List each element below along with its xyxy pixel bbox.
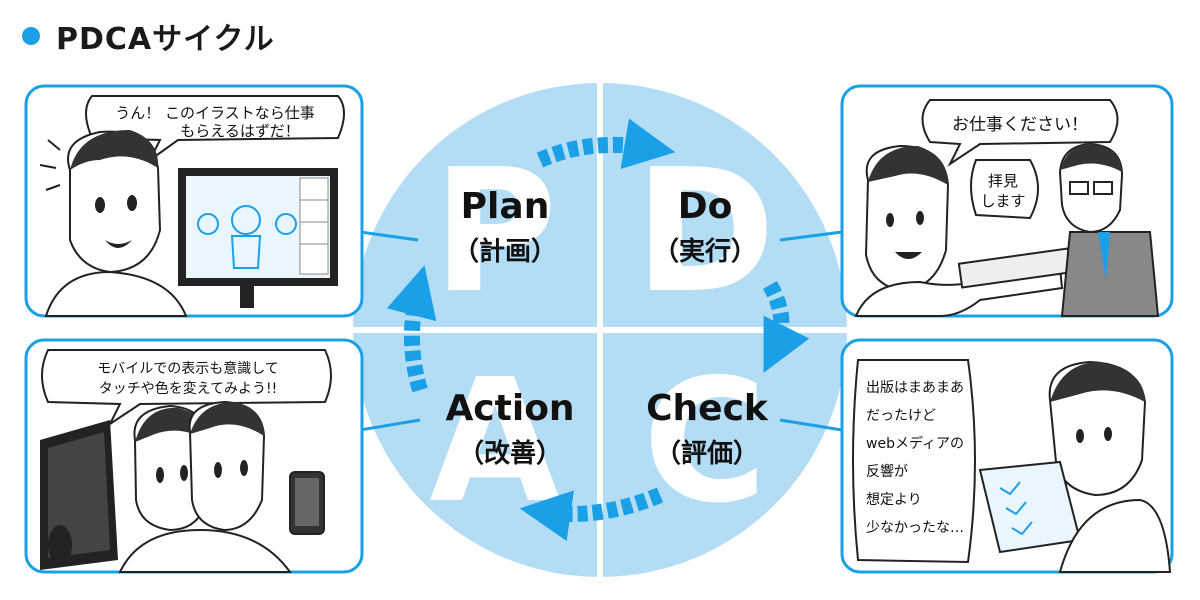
bubble-action-line1: モバイルでの表示も意識して	[97, 360, 279, 377]
bubble-check-line6: 少なかったな…	[866, 520, 964, 536]
bubble-check-line1: 出版はまあまあ	[866, 380, 964, 396]
arrow-action-to-plan-icon	[386, 265, 437, 393]
panel-check: 出版はまあまあ だったけど webメディアの 反響が 想定より 少なかったな…	[840, 338, 1174, 574]
sub-do: （実行）	[653, 236, 757, 267]
page-title: PDCAサイクル	[56, 22, 275, 57]
arrow-do-to-check-icon	[762, 281, 810, 373]
bubble-plan-line1: うん！ このイラストなら仕事	[115, 104, 314, 122]
monitor-illustration	[178, 168, 338, 308]
panel-action: モバイルでの表示も意識して タッチや色を変えてみよう!!	[24, 338, 364, 574]
big-letter-d: D	[634, 133, 775, 331]
bubble-check-shape	[852, 359, 976, 564]
sub-action: （改善）	[458, 438, 562, 469]
bubble-check-line5: 想定より	[866, 492, 922, 508]
label-check: Check	[646, 388, 769, 429]
bubble-check-line3: webメディアの	[866, 435, 964, 452]
bubble-plan-line2: もらえるはずだ！	[180, 122, 299, 140]
bubble-check-line4: 反響が	[866, 463, 908, 480]
label-do: Do	[678, 186, 733, 227]
page-title-row: PDCAサイクル	[22, 14, 275, 58]
connector-check	[779, 418, 843, 432]
big-letter-p: P	[433, 133, 558, 331]
label-plan: Plan	[461, 186, 550, 227]
connector-plan	[359, 230, 419, 242]
sub-plan: （計画）	[453, 236, 557, 267]
arrow-plan-to-do-icon	[536, 118, 676, 170]
bubble-do2-line2: します	[980, 192, 1025, 210]
arrow-check-to-action-icon	[519, 487, 664, 542]
check-person-illustration	[978, 360, 1172, 573]
bubble-plan-shape	[85, 95, 345, 161]
connector-action	[359, 418, 421, 432]
label-action: Action	[445, 388, 574, 429]
bubble-action-line2: タッチや色を変えてみよう!!	[99, 380, 278, 397]
connector-do	[779, 230, 843, 242]
bubble-do-shape	[921, 99, 1119, 167]
panel-do: お仕事ください！ 拝見 します	[840, 84, 1174, 318]
big-letter-c: C	[643, 343, 768, 541]
sub-check: （評価）	[655, 438, 759, 469]
bubble-check-line2: だったけど	[866, 408, 936, 424]
bubble-do2-line1: 拝見	[988, 172, 1018, 190]
bubble-do-line1: お仕事ください！	[952, 115, 1088, 135]
action-people-illustration	[40, 400, 325, 573]
bubble-do2-shape	[970, 159, 1039, 220]
plan-person-illustration	[39, 130, 188, 317]
do-people-illustration	[854, 142, 1160, 317]
bullet-dot-icon	[22, 27, 40, 45]
bubble-action-shape	[41, 349, 332, 427]
panel-plan: うん！ このイラストなら仕事 もらえるはずだ！	[24, 84, 364, 318]
